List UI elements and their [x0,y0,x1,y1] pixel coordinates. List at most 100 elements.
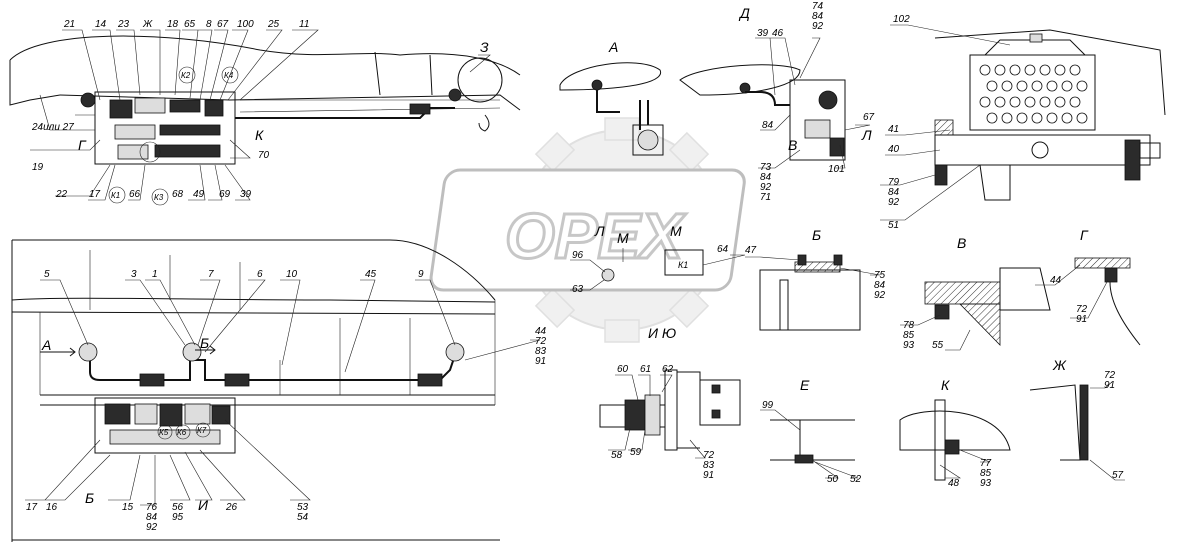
circled-ref-k3-label: К3 [154,193,164,202]
callout-69: 69 [219,189,231,200]
view-v-section [924,281,1001,305]
view-z-callout-92: 92 [888,197,900,208]
frame-rail [239,99,501,113]
view-g-callout-44: 44 [1050,275,1062,286]
view-b-flange [794,261,841,273]
box-part-8 [154,144,221,158]
hook [478,114,490,132]
view-e-callout-99: 99 [762,400,774,411]
view-io-callout-59: 59 [630,447,642,458]
circled-ref-k4-label: К4 [224,71,234,80]
pipe-coupling [409,103,431,115]
view-v-callout-55: 55 [932,340,944,351]
top-left-assembly: К2 К4 К1 К3 21 14 23 Ж 18 65 8 67 100 25… [9,19,521,206]
view-k-plate [934,399,946,481]
block-part-4 [184,403,211,425]
view-a-fitting [637,129,659,151]
view-d-leaders [755,37,871,169]
view-e-callout-50: 50 [827,474,839,485]
callout-1: 1 [152,269,158,280]
view-b-callout-47: 47 [745,245,757,256]
view-b: Б 47 75 84 92 [745,227,886,331]
callout-zh: Ж [142,19,153,30]
view-z-filter [969,54,1096,131]
callout-9: 9 [418,269,424,280]
view-io-callout-91: 91 [703,470,714,481]
view-io-bolt-1 [711,384,721,394]
view-k-profile [899,410,1011,451]
callout-91: 91 [535,356,546,367]
view-d-callout-71: 71 [760,192,771,203]
view-v-nut [934,304,950,320]
view-zh-callout-72: 72 [1104,370,1116,381]
view-a: А [559,39,664,156]
view-k-callout-77: 77 [980,458,992,469]
bracket-line [39,94,95,131]
valve-c [445,342,465,362]
view-io-callout-58: 58 [611,450,623,461]
view-z-bolt-left [934,164,948,186]
valve-right [448,88,462,102]
view-z-hatch [934,119,954,136]
view-d-callout-101: 101 [828,164,845,175]
view-d-part-1 [818,90,838,110]
view-g-bracket [1074,257,1131,269]
view-v-wedge [959,303,1001,346]
callout-49: 49 [193,189,205,200]
view-d-callout-92: 92 [760,182,772,193]
callout-16: 16 [46,502,58,513]
frame-rail-upper [11,297,496,315]
view-g-callout-91: 91 [1076,314,1087,325]
callout-26: 26 [225,502,238,513]
callout-44: 44 [535,326,547,337]
view-d-callout-39: 39 [757,28,769,39]
view-d-part-2 [804,119,831,139]
circled-ref-k5 [157,424,173,440]
view-lm-label-m1: М [617,230,629,246]
view-z-callout-41: 41 [888,124,899,135]
valve-left [80,92,96,108]
callout-17-bl: 17 [26,502,38,513]
callout-95: 95 [172,512,184,523]
callout-b-bl: Б [85,490,94,506]
view-b-callout-84: 84 [874,280,886,291]
view-io-callout-60: 60 [617,364,629,375]
callout-92-bl: 92 [146,522,158,533]
view-v-callout-93: 93 [903,340,915,351]
view-io-clamp [624,399,646,431]
view-d-tank [679,64,801,96]
arrow-label-b: Б [200,335,209,351]
block-part-6 [109,429,221,445]
view-zh-callout-91: 91 [1104,380,1115,391]
view-io-leaders [608,374,706,459]
view-e: Е 99 50 52 [760,377,862,485]
block-part-2 [134,403,158,425]
circled-ref-k5-label: К5 [159,428,169,437]
callout-56: 56 [172,502,184,513]
view-e-profile [770,419,855,461]
view-lm-label-l: Л [594,223,605,239]
view-e-leaders [760,409,859,479]
frame-ends [39,300,496,405]
view-z-fitting [1139,142,1161,159]
view-label-k-top: К [255,127,264,143]
callout-84-bl: 84 [146,512,158,523]
view-z-callout-102: 102 [893,14,910,25]
view-d-callout-84b: 84 [760,172,772,183]
box-part-2 [134,97,166,114]
view-d-callout-67: 67 [863,112,875,123]
view-b-leaders [745,256,881,276]
callout-24or27: 24или 27 [31,122,74,133]
callout-i-bl: И [198,497,209,513]
arrow-b [195,345,216,355]
block-part-3 [159,403,183,427]
callout-14: 14 [95,19,107,30]
circled-ref-k6 [175,424,191,440]
watermark-logo-text: OPEX [505,200,686,272]
box-part-6 [159,124,221,136]
cab-outline [9,35,521,76]
view-io-plate [664,369,678,451]
view-k-title: К [941,377,950,393]
view-z-callout-51: 51 [888,220,899,231]
